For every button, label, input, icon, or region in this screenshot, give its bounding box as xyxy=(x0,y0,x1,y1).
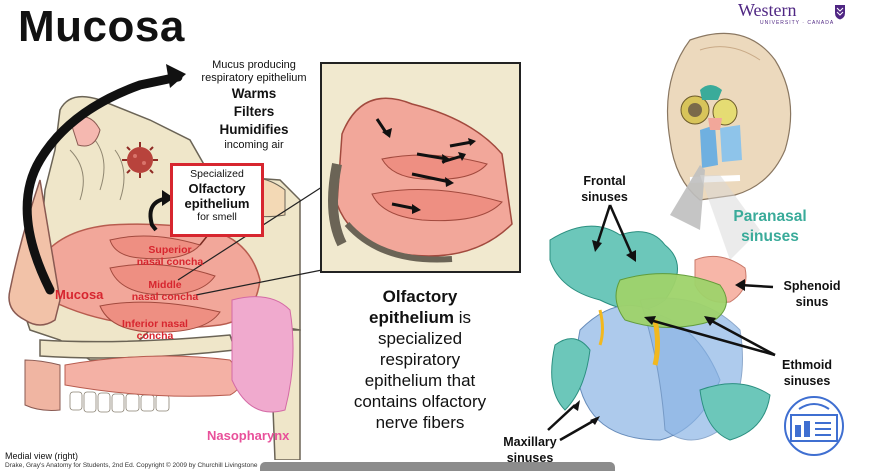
desc-line3: specialized xyxy=(377,329,463,348)
ethmoid-sinuses-label: Ethmoid sinuses xyxy=(769,357,845,389)
ethmoid-line1: Ethmoid xyxy=(782,358,832,372)
middle-concha-line2: nasal concha xyxy=(131,291,199,303)
frontal-line1: Frontal xyxy=(583,174,626,188)
desc-bold1: Olfactory xyxy=(382,287,458,306)
mucus-line2: respiratory epithelium xyxy=(201,72,307,84)
function-humidifies: Humidifies xyxy=(219,122,289,137)
mucosa-label: Mucosa xyxy=(55,287,104,302)
logo-wordmark: Western xyxy=(738,0,797,20)
mucus-line1: Mucus producing xyxy=(212,59,296,71)
superior-concha-line2: nasal concha xyxy=(136,256,204,268)
western-crest-icon xyxy=(835,5,845,20)
mucus-tail: incoming air xyxy=(224,139,284,151)
paranasal-sinuses-label: Paranasal sinuses xyxy=(725,207,815,247)
middle-concha-label: Middle nasal concha xyxy=(125,279,205,303)
slide-title: Mucosa xyxy=(18,2,185,51)
western-logo: Western UNIVERSITY · CANADA xyxy=(738,0,850,28)
frontal-sinuses-label: Frontal sinuses xyxy=(572,173,637,205)
logo-subtitle: UNIVERSITY · CANADA xyxy=(760,20,835,26)
maxillary-sinuses-label: Maxillary sinuses xyxy=(492,434,568,466)
olfactory-epithelium-callout: Specialized Olfactory epithelium for sme… xyxy=(170,163,264,237)
figure-credit: Drake, Gray's Anatomy for Students, 2nd … xyxy=(5,462,258,469)
horizontal-scrollbar[interactable] xyxy=(260,462,615,471)
nasopharynx-label: Nasopharynx xyxy=(207,428,290,443)
paranasal-line1: Paranasal xyxy=(733,208,807,225)
olfactory-main-line1: Olfactory xyxy=(188,181,246,196)
desc-bold2: epithelium xyxy=(368,308,454,327)
figure-caption: Medial view (right) xyxy=(5,451,79,461)
desc-line5: epithelium that xyxy=(364,371,476,390)
desc-line7: nerve fibers xyxy=(375,413,465,432)
olfactory-tail: for smell xyxy=(197,211,237,223)
desc-is: is xyxy=(454,308,471,327)
function-warms: Warms xyxy=(231,86,277,101)
olfactory-main-line2: epithelium xyxy=(184,196,250,211)
superior-concha-line1: Superior xyxy=(148,244,192,256)
olfactory-specialized: Specialized xyxy=(190,168,244,180)
presentation-icon[interactable] xyxy=(779,395,849,457)
ethmoid-line2: sinuses xyxy=(783,374,831,388)
maxillary-line1: Maxillary xyxy=(503,435,557,449)
desc-line6: contains olfactory xyxy=(353,392,487,411)
middle-concha-line1: Middle xyxy=(148,279,182,291)
inferior-concha-label: Inferior nasal concha xyxy=(110,318,200,342)
airflow-illustration xyxy=(322,64,519,271)
inferior-concha-line1: Inferior nasal xyxy=(122,318,188,330)
function-filters: Filters xyxy=(233,104,275,119)
mucus-epithelium-callout: Mucus producing respiratory epithelium W… xyxy=(185,59,323,151)
nasal-airflow-inset xyxy=(320,62,521,273)
virus-icon xyxy=(122,142,158,178)
olfactory-description: Olfactory epithelium is specialized resp… xyxy=(330,286,510,433)
sphenoid-sinus-label: Sphenoid sinus xyxy=(772,278,852,310)
superior-concha-label: Superior nasal concha xyxy=(130,244,210,268)
sphenoid-line1: Sphenoid xyxy=(783,279,841,293)
frontal-line2: sinuses xyxy=(581,190,628,204)
paranasal-sinus-illustration xyxy=(547,32,792,442)
desc-line4: respiratory xyxy=(379,350,461,369)
paranasal-line2: sinuses xyxy=(741,228,799,245)
maxillary-line2: sinuses xyxy=(506,451,554,465)
sphenoid-line2: sinus xyxy=(795,295,829,309)
inferior-concha-line2: concha xyxy=(136,330,174,342)
